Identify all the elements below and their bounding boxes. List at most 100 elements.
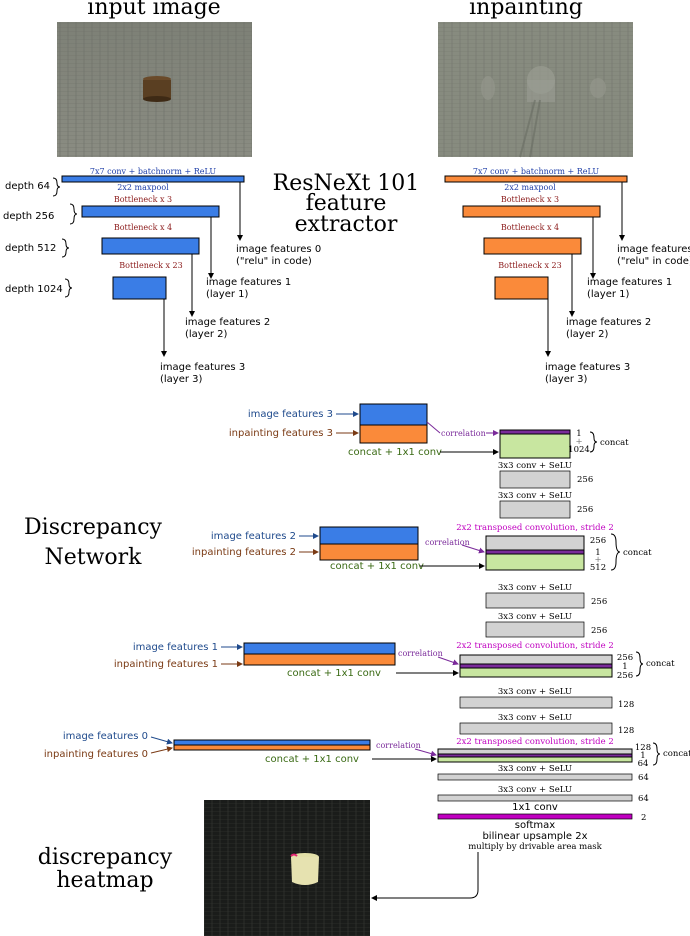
decoder-level-0: 2x2 transposed convolution, stride 2 ima… bbox=[44, 731, 690, 901]
decoder-level-1: 2x2 transposed convolution, stride 2 ima… bbox=[114, 641, 675, 736]
bottleneck23-bar-right bbox=[494, 276, 549, 300]
image-features-3-right: image features 3 bbox=[545, 362, 630, 373]
inpainting-features-0-input: inpainting features 0 bbox=[44, 749, 148, 760]
svg-text:256: 256 bbox=[591, 597, 607, 607]
decoder-level-2: 2x2 transposed convolution, stride 2 ima… bbox=[192, 523, 652, 638]
conv-bar-right bbox=[444, 175, 628, 183]
svg-text:1: 1 bbox=[595, 548, 600, 558]
svg-text:2x2 transposed convolution, st: 2x2 transposed convolution, stride 2 bbox=[456, 523, 614, 533]
inpainting-features-2-input: inpainting features 2 bbox=[192, 547, 296, 558]
svg-text:128: 128 bbox=[618, 726, 634, 736]
conv-bar-left bbox=[61, 175, 245, 183]
svg-text:2x2 transposed convolution, st: 2x2 transposed convolution, stride 2 bbox=[456, 641, 614, 651]
svg-text:2: 2 bbox=[641, 813, 646, 823]
bottleneck4-label-right: Bottleneck x 4 bbox=[501, 223, 559, 232]
decoder-level-3: image features 3 inpainting features 3 c… bbox=[229, 403, 629, 519]
bottleneck23-bar-left bbox=[112, 276, 167, 300]
svg-text:concat: concat bbox=[663, 749, 690, 759]
svg-text:concat + 1x1 conv: concat + 1x1 conv bbox=[330, 561, 424, 572]
image-features-0-right: image features 0 bbox=[617, 244, 690, 255]
svg-text:64: 64 bbox=[638, 794, 649, 804]
correlation-label-3: correlation bbox=[441, 429, 486, 438]
bottleneck4-bar-right bbox=[483, 237, 582, 255]
svg-text:256: 256 bbox=[617, 671, 633, 681]
image-features-1-input: image features 1 bbox=[133, 642, 218, 653]
bottleneck23-label-right: Bottleneck x 23 bbox=[498, 261, 561, 270]
image-features-3-note-left: (layer 3) bbox=[160, 374, 203, 385]
image-features-0-input: image features 0 bbox=[63, 731, 148, 742]
svg-text:512: 512 bbox=[590, 563, 606, 573]
svg-text:+: + bbox=[594, 555, 601, 565]
svg-text:256: 256 bbox=[590, 536, 606, 546]
inpainting-features-1-input: inpainting features 1 bbox=[114, 659, 218, 670]
svg-text:256: 256 bbox=[577, 505, 593, 515]
inpainting-title: inpainting bbox=[469, 0, 583, 20]
svg-text:1024: 1024 bbox=[568, 445, 590, 455]
discrepancy-title-1: Discrepancy bbox=[24, 515, 163, 540]
svg-text:256: 256 bbox=[617, 653, 633, 663]
svg-text:1x1 conv: 1x1 conv bbox=[512, 802, 558, 813]
resnext-title-3: extractor bbox=[295, 212, 398, 237]
depth-1024-left: depth 1024 bbox=[5, 284, 63, 295]
image-features-0-left: image features 0 bbox=[236, 244, 321, 255]
conv-label-left: 7x7 conv + batchnorm + ReLU bbox=[90, 167, 217, 176]
depth-256-left: depth 256 bbox=[3, 211, 54, 222]
svg-text:concat + 1x1 conv: concat + 1x1 conv bbox=[265, 754, 359, 765]
image-features-2-right: image features 2 bbox=[566, 317, 651, 328]
svg-text:3x3 conv + SeLU: 3x3 conv + SeLU bbox=[498, 461, 572, 471]
svg-text:1: 1 bbox=[640, 751, 645, 761]
heatmap-title-2: heatmap bbox=[56, 868, 153, 893]
maxpool-label-left: 2x2 maxpool bbox=[117, 183, 169, 192]
inpainting-features-3-input: inpainting features 3 bbox=[229, 428, 333, 439]
conv-label-right: 7x7 conv + batchnorm + ReLU bbox=[473, 167, 600, 176]
svg-text:softmax: softmax bbox=[515, 820, 555, 831]
depth-512-left: depth 512 bbox=[5, 243, 56, 254]
heatmap-title-1: discrepancy bbox=[38, 845, 173, 870]
image-features-3-note-right: (layer 3) bbox=[545, 374, 588, 385]
resnext-title-2: feature bbox=[306, 191, 387, 216]
concat-conv-label-3: concat + 1x1 conv bbox=[348, 447, 442, 458]
svg-text:3x3 conv + SeLU: 3x3 conv + SeLU bbox=[498, 583, 572, 593]
svg-text:multiply by drivable area mask: multiply by drivable area mask bbox=[468, 842, 602, 852]
resnext-title-1: ResNeXt 101 bbox=[273, 171, 420, 196]
svg-text:concat: concat bbox=[646, 659, 675, 669]
svg-text:3x3 conv + SeLU: 3x3 conv + SeLU bbox=[498, 612, 572, 622]
svg-text:correlation: correlation bbox=[425, 538, 470, 547]
svg-text:128: 128 bbox=[618, 700, 634, 710]
image-features-2-input: image features 2 bbox=[211, 531, 296, 542]
discrepancy-title-2: Network bbox=[44, 545, 142, 570]
image-features-2-left: image features 2 bbox=[185, 317, 270, 328]
image-features-1-left: image features 1 bbox=[206, 277, 291, 288]
image-features-1-right: image features 1 bbox=[587, 277, 672, 288]
bottleneck3-label-left: Bottleneck x 3 bbox=[114, 195, 172, 204]
input-image bbox=[57, 22, 252, 157]
svg-text:bilinear upsample 2x: bilinear upsample 2x bbox=[482, 831, 587, 842]
svg-text:64: 64 bbox=[638, 773, 649, 783]
bottleneck4-label-left: Bottleneck x 4 bbox=[114, 223, 172, 232]
bottleneck4-bar-left bbox=[101, 237, 200, 255]
image-features-3-left: image features 3 bbox=[160, 362, 245, 373]
svg-text:256: 256 bbox=[591, 626, 607, 636]
svg-text:correlation: correlation bbox=[376, 741, 421, 750]
svg-text:3x3 conv + SeLU: 3x3 conv + SeLU bbox=[498, 687, 572, 697]
bottleneck23-label-left: Bottleneck x 23 bbox=[119, 261, 182, 270]
image-features-1-note-left: (layer 1) bbox=[206, 289, 249, 300]
inpainting-image bbox=[438, 22, 633, 158]
bottleneck3-bar-right bbox=[462, 205, 601, 218]
svg-text:3x3 conv + SeLU: 3x3 conv + SeLU bbox=[498, 785, 572, 795]
image-features-2-note-right: (layer 2) bbox=[566, 329, 609, 340]
svg-text:3x3 conv + SeLU: 3x3 conv + SeLU bbox=[498, 491, 572, 501]
svg-text:concat + 1x1 conv: concat + 1x1 conv bbox=[287, 668, 381, 679]
image-features-0-note-right: ("relu" in code) bbox=[617, 256, 690, 267]
image-features-0-note-left: ("relu" in code) bbox=[236, 256, 312, 267]
svg-text:2x2 transposed convolution, st: 2x2 transposed convolution, stride 2 bbox=[456, 737, 614, 747]
maxpool-label-right: 2x2 maxpool bbox=[504, 183, 556, 192]
svg-text:3x3 conv + SeLU: 3x3 conv + SeLU bbox=[498, 713, 572, 723]
svg-text:concat: concat bbox=[600, 438, 629, 448]
svg-text:64: 64 bbox=[638, 759, 649, 769]
svg-text:+: + bbox=[575, 437, 582, 447]
left-encoder: 7x7 conv + batchnorm + ReLU 2x2 maxpool … bbox=[3, 167, 321, 385]
image-features-1-note-right: (layer 1) bbox=[587, 289, 630, 300]
svg-text:256: 256 bbox=[577, 475, 593, 485]
